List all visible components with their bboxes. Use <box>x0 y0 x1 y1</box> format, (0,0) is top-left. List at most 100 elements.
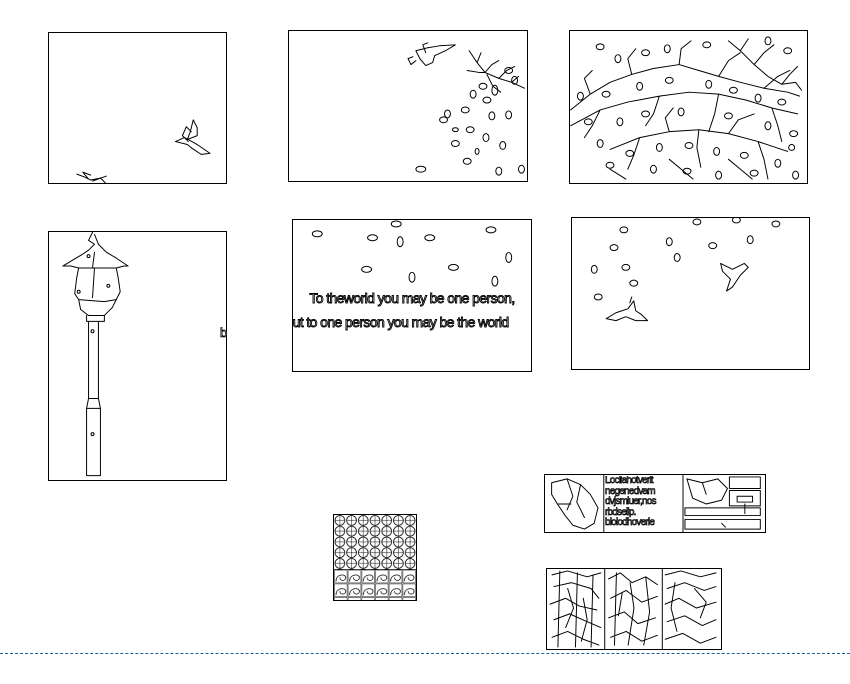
quote-leaves-drawing <box>311 220 513 287</box>
leaf-icon <box>495 166 503 176</box>
bird-icon <box>605 296 649 322</box>
leaf-icon <box>488 111 496 121</box>
bird-icon <box>76 171 107 183</box>
street-lamp-icon <box>62 232 129 477</box>
leaf-icon <box>415 165 427 173</box>
leaf-icon <box>663 44 671 54</box>
leaf-icon <box>677 107 685 117</box>
leaf-icon <box>450 140 460 147</box>
leaf-icon <box>614 54 622 64</box>
panel-street-lamp[interactable] <box>48 231 227 481</box>
bird-icon <box>175 119 211 155</box>
leaf-icon <box>708 242 718 250</box>
leaf-icon <box>605 161 615 169</box>
leaf-icon <box>728 86 738 94</box>
leaf-icon <box>505 252 513 263</box>
leaf-icon <box>424 234 436 242</box>
leaf-icon <box>596 139 604 148</box>
leaf-icon <box>408 271 416 283</box>
bird-icon <box>551 478 599 530</box>
leaf-icon <box>619 226 629 234</box>
leaf-icon <box>491 275 499 287</box>
leaf-icon <box>664 76 674 84</box>
leaf-cluster <box>576 36 800 180</box>
stray-glyph: b <box>220 325 228 341</box>
leaf-icon <box>460 106 470 114</box>
leaf-icon <box>655 143 663 152</box>
leaf-icon <box>518 164 525 174</box>
leaf-icon <box>650 164 657 174</box>
quote-line-2: but to one person you may be the world <box>292 314 510 331</box>
leaf-icon <box>593 293 603 301</box>
leaf-icon <box>590 264 598 274</box>
thumbnail-text-lines: Lociiahotverlt negenedvam dvjsmluer,nos … <box>605 476 657 528</box>
leaf-icon <box>749 169 759 177</box>
leaf-icon <box>491 84 499 96</box>
branch-icon <box>570 38 803 180</box>
leaf-icon <box>636 81 644 91</box>
leaf-icon <box>499 141 507 150</box>
leaf-icon <box>739 151 749 159</box>
bird-icon <box>720 262 749 292</box>
leaf-icon <box>583 118 593 126</box>
thumbnail-sketches[interactable] <box>546 568 722 650</box>
panel-leaves-bird[interactable] <box>288 30 528 182</box>
leaf-icon <box>390 220 402 228</box>
page-guide-line <box>0 653 850 654</box>
leaf-icon <box>311 230 323 238</box>
panel-birds[interactable] <box>48 32 227 184</box>
leaf-icon <box>788 144 796 151</box>
leaf-icon <box>684 142 694 149</box>
bird-icon <box>407 42 456 67</box>
text-strip-drawing <box>551 475 761 532</box>
leaf-icon <box>702 41 712 49</box>
leaf-icon <box>715 170 723 180</box>
branches-drawing <box>570 36 803 180</box>
leaf-icon <box>705 79 713 89</box>
leaf-icon <box>792 170 800 180</box>
leaf-icon <box>474 147 480 155</box>
panel-leaves-birds[interactable] <box>571 217 810 370</box>
leaf-icon <box>641 110 651 118</box>
leaf-icon <box>777 98 787 106</box>
leaf-icon <box>673 253 681 262</box>
leaf-icon <box>504 67 514 74</box>
panel-branches[interactable] <box>569 30 808 184</box>
leaf-icon <box>595 43 605 51</box>
leaf-icon <box>724 112 733 120</box>
leaf-icon <box>641 49 651 57</box>
leaf-icon <box>764 36 772 46</box>
leaf-icon <box>783 47 793 55</box>
leaf-icon <box>469 89 477 99</box>
leaf-icon <box>505 110 513 120</box>
sketches-drawing <box>549 569 717 649</box>
leaf-icon <box>692 218 702 226</box>
leaf-icon <box>616 117 624 127</box>
leaf-icon <box>511 75 519 85</box>
leaf-icon <box>754 93 762 103</box>
panel-quote[interactable]: To theworld you may be one person, but t… <box>292 219 532 372</box>
leaf-icon <box>361 265 373 273</box>
leaf-icon <box>448 263 459 271</box>
leaf-icon <box>478 82 488 90</box>
leaf-icon <box>482 96 492 104</box>
birds-drawing <box>76 119 211 183</box>
leaves-birds-drawing <box>590 218 781 322</box>
leaf-icon <box>789 130 799 138</box>
leaf-icon <box>462 157 472 165</box>
leaf-icon <box>713 146 721 156</box>
thumbnail-pattern[interactable] <box>333 514 417 601</box>
leaf-icon <box>746 235 754 245</box>
leaf-icon <box>576 91 584 101</box>
leaf-icon <box>601 90 611 98</box>
leaf-icon <box>485 226 497 234</box>
leaf-icon <box>774 158 782 168</box>
leaf-icon <box>439 116 448 124</box>
leaf-icon <box>682 167 692 175</box>
leaves-drawing <box>407 42 525 176</box>
leaf-icon <box>367 234 378 242</box>
leaf-icon <box>482 133 490 143</box>
quote-line-1: To theworld you may be one person, <box>309 290 516 307</box>
leaf-icon <box>465 126 475 134</box>
thumbnail-text-strip[interactable]: Lociiahotverlt negenedvam dvjsmluer,nos … <box>544 474 766 533</box>
